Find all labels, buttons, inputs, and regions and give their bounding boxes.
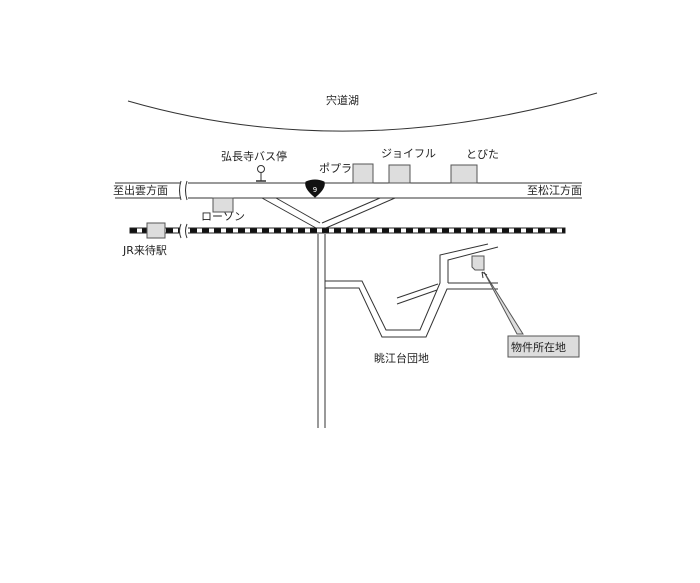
property-label: 物件所在地 [511,340,566,354]
joyful-label: ジョイフル [381,147,436,160]
bus-stop-label: 弘長寺バス停 [221,149,287,163]
tobita-label: とびた [466,148,499,161]
bus-stop-icon [256,165,266,182]
direction-east-label: 至松江方面 [527,183,582,197]
property-label-box [507,335,580,358]
housing-label: 眺江台団地 [374,351,429,365]
station-label: JR来待駅 [122,243,167,257]
poplar-label: ポプラ [319,162,352,175]
poplar-building [352,163,374,184]
jr-station-building [146,222,166,239]
direction-west-label: 至出雲方面 [113,183,168,197]
route-9-shield-icon: 9 [305,179,325,198]
housing-roads [325,243,499,338]
joyful-building [388,164,411,184]
lake-label: 宍道湖 [326,93,359,107]
tobita-building [450,164,478,184]
lawson-label: ローソン [201,210,245,223]
route-number: 9 [313,186,317,194]
lake-shoreline [127,92,598,132]
south-road [317,234,326,428]
property-pointer-arrow [481,271,524,335]
junction-roads [261,197,396,229]
main-road [115,180,582,201]
railway-line [129,223,566,239]
lawson-building [212,197,234,213]
property-building [471,255,485,271]
